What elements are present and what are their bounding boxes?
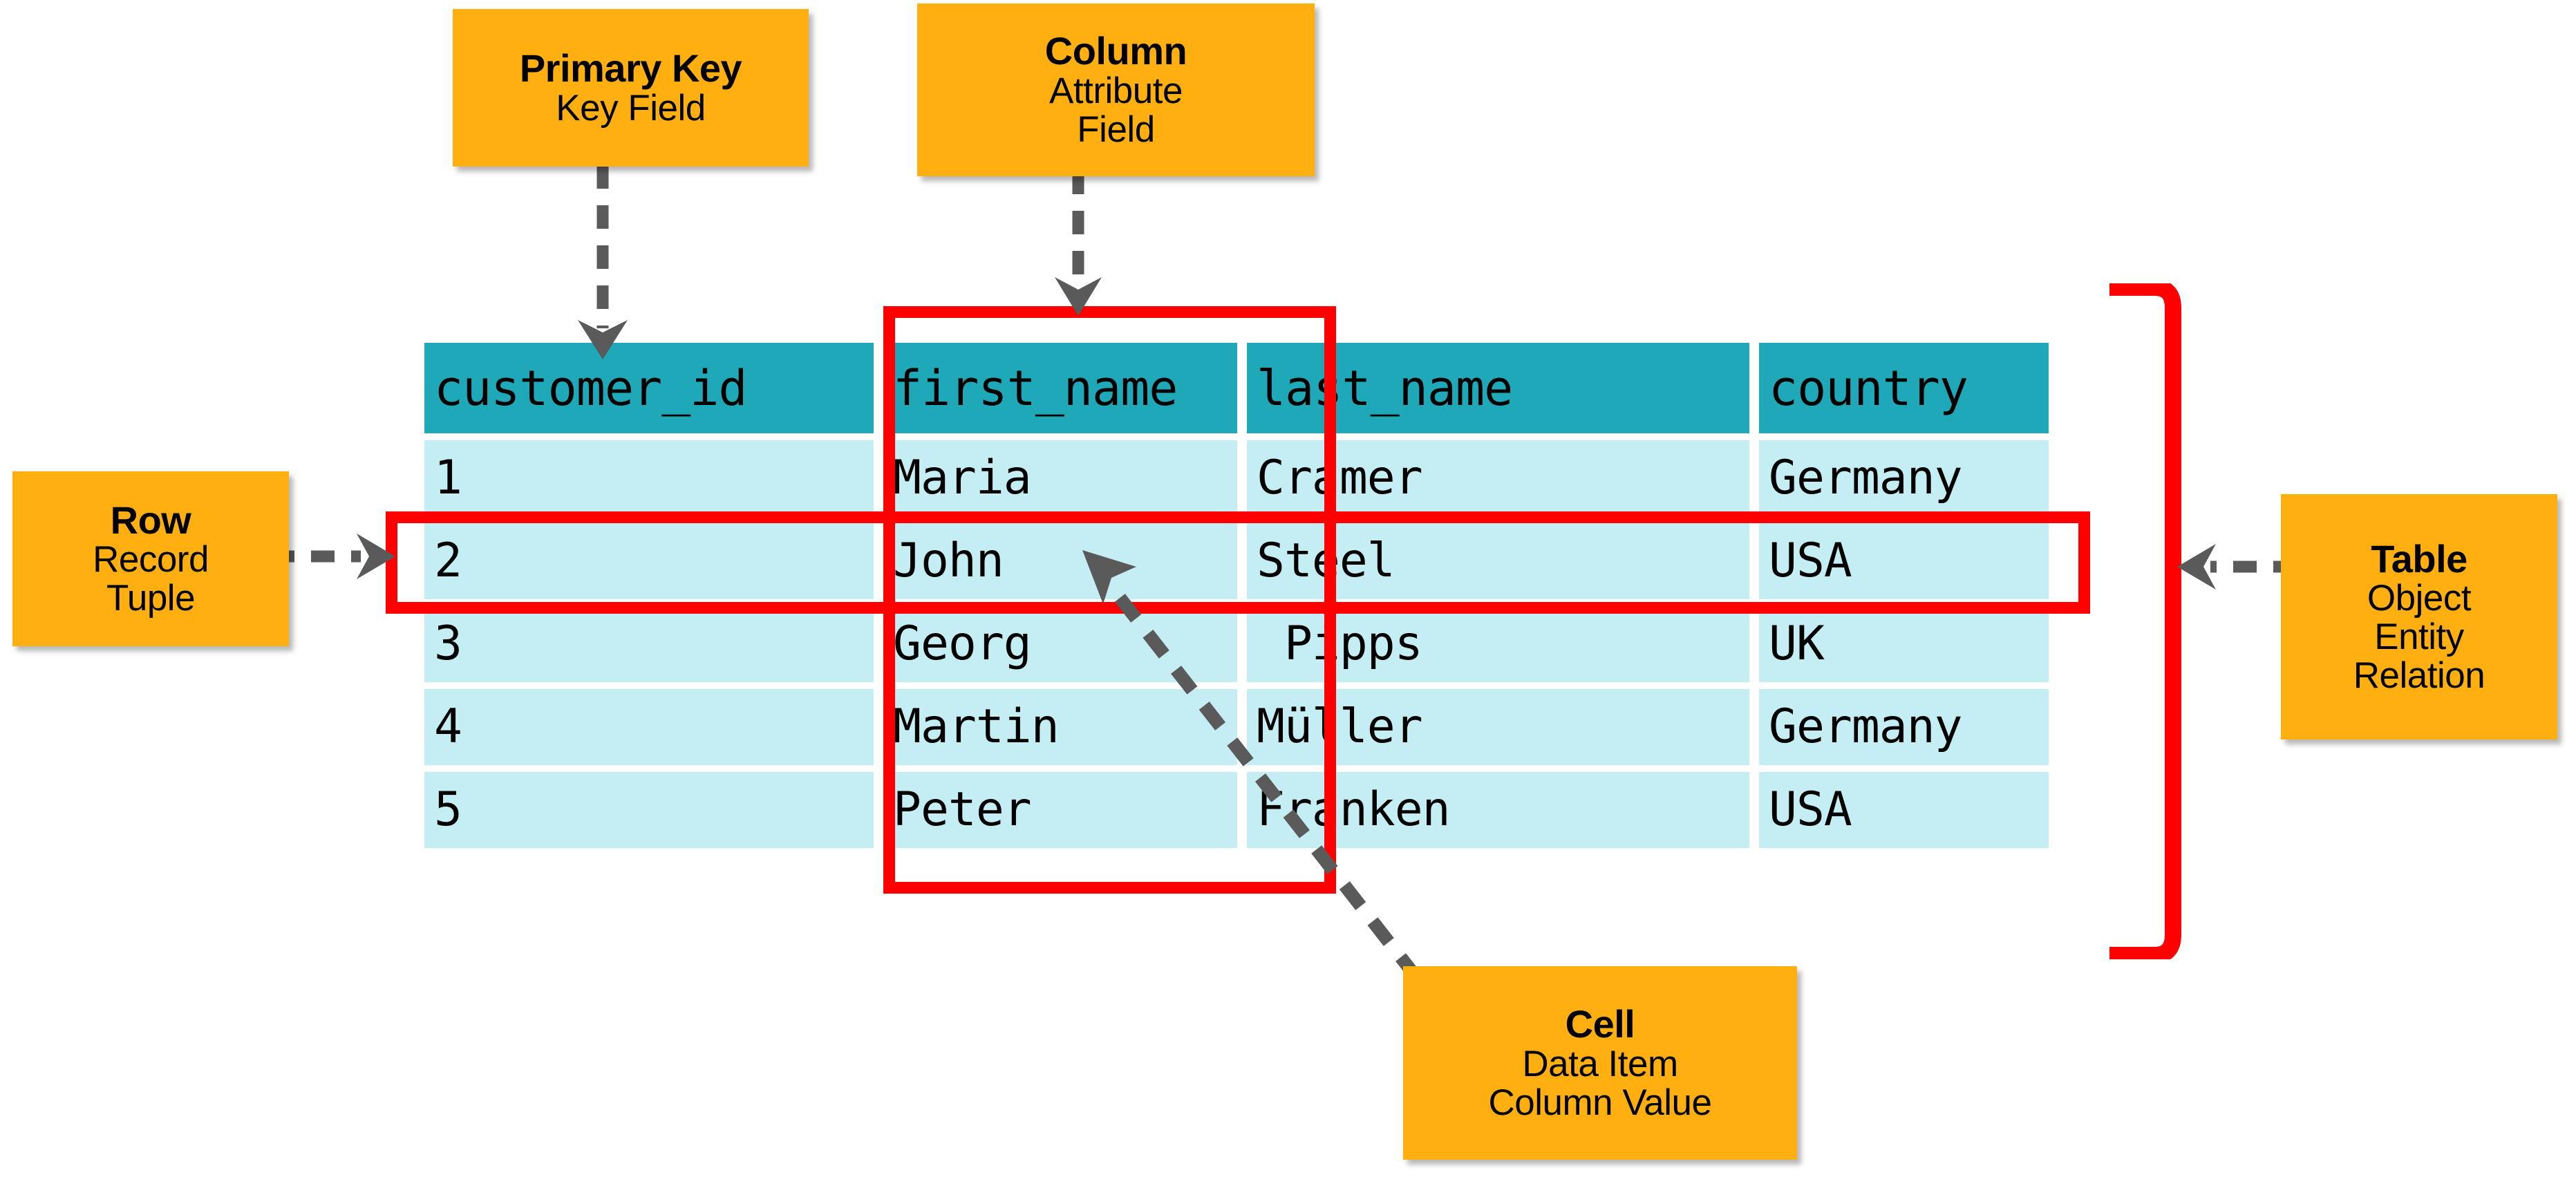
column-highlight-rectangle [883, 306, 1336, 894]
table-arrow [2177, 544, 2297, 590]
callout-row-line-0: Record [93, 539, 209, 580]
callout-primary-key-line-0: Key Field [556, 87, 706, 129]
table-header-cell: country [1759, 343, 2049, 433]
callout-column-line-1: Field [1077, 109, 1155, 150]
table-header-cell: first_name [883, 343, 1237, 433]
callout-column: Column Attribute Field [917, 3, 1315, 176]
table-bracket [2101, 283, 2184, 959]
table-body-cell: 1 [424, 440, 874, 516]
callout-table-line-0: Object [2367, 577, 2472, 619]
callout-primary-key: Primary Key Key Field [453, 9, 809, 167]
callout-row-line-1: Tuple [106, 578, 196, 619]
callout-row: Row Record Tuple [12, 471, 289, 646]
table-body-cell: 5 [424, 772, 874, 848]
table-body-cell: 3 [424, 606, 874, 682]
callout-column-line-0: Attribute [1049, 70, 1183, 111]
table-body-cell: USA [1759, 772, 2049, 848]
table-body-cell: Germany [1759, 440, 2049, 516]
table-body-cell: USA [1759, 523, 2049, 599]
callout-row-title: Row [110, 498, 191, 542]
table-body-cell: 2 [424, 523, 874, 599]
callout-cell-line-1: Column Value [1488, 1082, 1712, 1123]
table-body-cell: Germany [1759, 689, 2049, 765]
column-arrow [1055, 171, 1102, 316]
table-header-cell: customer_id [424, 343, 874, 433]
table-body-cell: John [883, 523, 1237, 599]
table-body-cell: Maria [883, 440, 1237, 516]
table-body-cell: Peter [883, 772, 1237, 848]
callout-table-line-2: Relation [2353, 655, 2485, 697]
table-body-cell: 4 [424, 689, 874, 765]
table-body-cell: UK [1759, 606, 2049, 682]
callout-column-title: Column [1044, 29, 1187, 73]
callout-table-line-1: Entity [2374, 616, 2464, 658]
cell-arrow [1082, 550, 1422, 982]
row-arrow [271, 534, 395, 579]
primary-key-arrow [578, 165, 628, 359]
table-body-cell: Martin [883, 689, 1237, 765]
callout-cell-line-0: Data Item [1522, 1043, 1678, 1084]
row-highlight-rectangle [386, 511, 2090, 614]
callout-cell: Cell Data Item Column Value [1403, 966, 1797, 1160]
callout-table: Table Object Entity Relation [2281, 494, 2557, 740]
callout-table-title: Table [2371, 536, 2467, 581]
callout-primary-key-title: Primary Key [519, 46, 742, 91]
callout-cell-title: Cell [1565, 1002, 1635, 1046]
